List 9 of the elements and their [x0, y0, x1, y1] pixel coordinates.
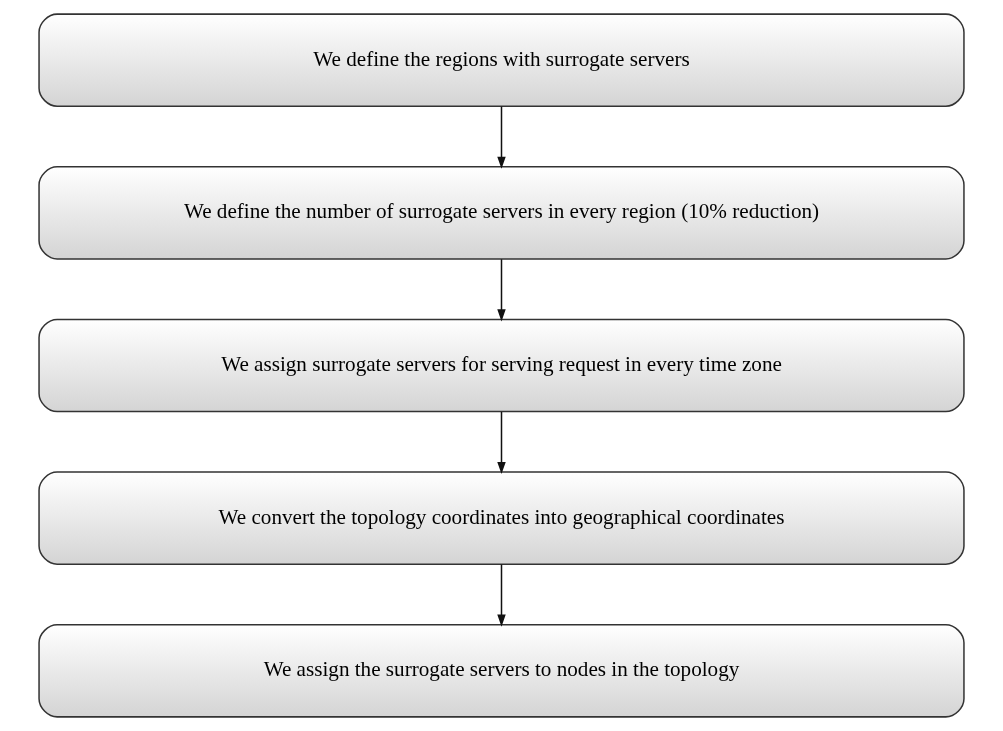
node-box: We define the regions with surrogate servers — [38, 13, 965, 108]
arrow — [497, 258, 506, 322]
arrow — [497, 105, 506, 169]
node-box: We assign the surrogate servers to nodes in the topology — [38, 623, 965, 718]
node-box: We define the number of surrogate servers in every region (10% reduction) — [38, 166, 965, 260]
arrow — [497, 411, 506, 475]
node-box: We assign surrogate servers for serving request in every time zone — [38, 318, 965, 413]
node-box: We convert the topology coordinates into geographical coordinates — [38, 471, 965, 565]
arrow — [497, 563, 506, 627]
